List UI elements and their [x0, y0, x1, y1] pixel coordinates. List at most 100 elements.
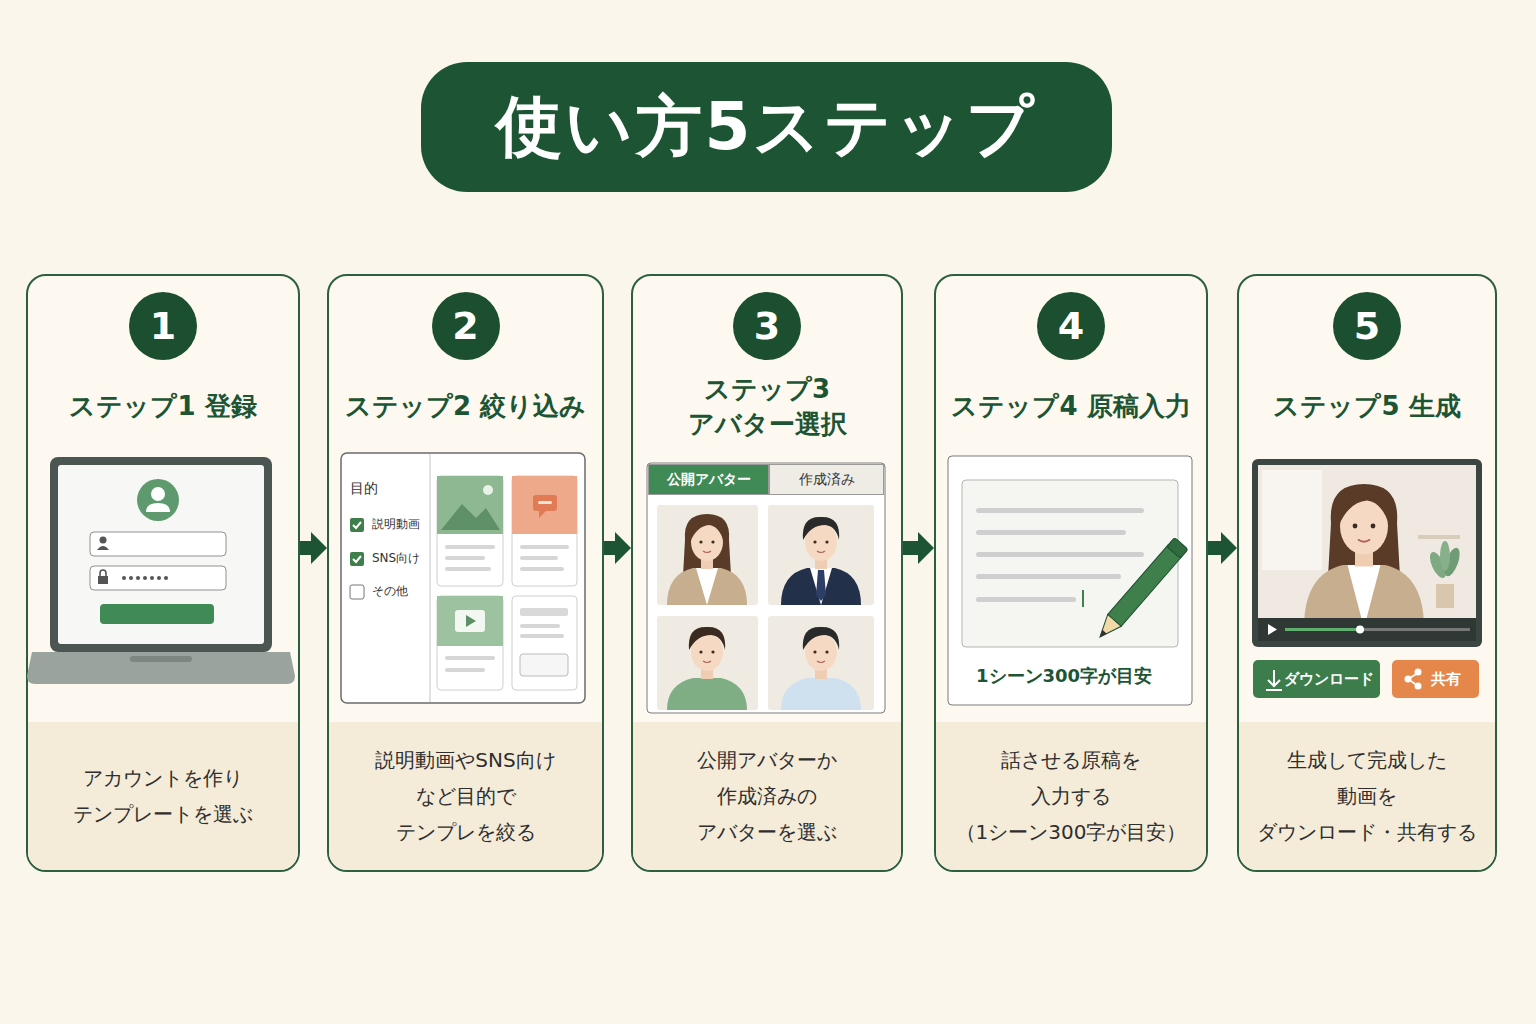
title-pill: 使い方5ステップ [421, 62, 1112, 192]
tab-inactive: 作成済み [769, 464, 884, 495]
username-field [90, 532, 226, 556]
description-band: 公開アバターか 作成済みの アバターを選ぶ [633, 722, 901, 870]
checkbox-checked [350, 518, 364, 532]
step-heading: ステップ1 登録 [69, 389, 256, 424]
panel-divider [430, 454, 431, 702]
share-dot [1405, 676, 1412, 683]
template-card [437, 476, 503, 586]
checkmark [353, 522, 361, 528]
tab-active: 公開アバター [648, 464, 769, 495]
face [1340, 498, 1388, 555]
user-avatar-icon [137, 479, 179, 521]
filter-heading: 目的 [350, 481, 378, 496]
body [667, 568, 747, 605]
text-line [445, 556, 485, 560]
body [1304, 565, 1424, 628]
sun [483, 485, 493, 495]
checkmark [353, 556, 361, 562]
step-number: 3 [733, 292, 801, 360]
description-band: アカウントを作り テンプレートを選ぶ [28, 722, 298, 870]
avatar-figure [781, 517, 861, 605]
script-line [976, 552, 1144, 557]
avatar-figure [667, 514, 747, 605]
body [781, 678, 861, 710]
body [781, 568, 861, 605]
text-line [445, 567, 491, 571]
share-dot [1415, 683, 1422, 690]
hair-back [683, 514, 731, 579]
video-frame [1252, 459, 1482, 647]
eye [1353, 524, 1358, 529]
password-dot [129, 576, 133, 580]
shirt [1348, 565, 1381, 628]
checkbox-checked [350, 552, 364, 566]
description-band: 説明動画やSNS向け など目的で テンプレを絞る [329, 722, 602, 870]
avatar-cell [768, 505, 874, 605]
video-screen [1258, 465, 1476, 641]
text-line [520, 545, 569, 549]
step-heading: ステップ3 アバター選択 [647, 372, 887, 442]
password-dot [122, 576, 126, 580]
laptop-frame [50, 457, 272, 652]
window-light [1262, 470, 1322, 570]
control-bar [1258, 618, 1476, 641]
password-field [90, 566, 226, 590]
step-card: 説明動画やSNS向け など目的で テンプレを絞るステップ2 絞り込み2 [327, 274, 604, 872]
neck [1355, 547, 1373, 567]
eye [699, 540, 702, 543]
laptop-base [27, 652, 295, 684]
circle-fill [129, 292, 197, 360]
circle-fill [733, 292, 801, 360]
template-card [437, 596, 503, 690]
step-number-circle: 2 [432, 292, 500, 360]
mouth [703, 551, 711, 553]
length-hint: 1シーン300字が目安 [976, 666, 1152, 686]
step-number-circle: 5 [1333, 292, 1401, 360]
laptop-notch [130, 656, 192, 662]
sns-thumbnail [512, 476, 577, 534]
user-icon-head [100, 537, 107, 544]
step-description: 話させる原稿を 入力する （1シーン300字が目安） [946, 742, 1196, 850]
eye [699, 650, 702, 653]
description-band: 生成して完成した 動画を ダウンロード・共有する [1239, 722, 1495, 870]
filter-option: 説明動画 [372, 518, 420, 531]
mouth [703, 661, 711, 663]
face [805, 523, 837, 561]
download-icon [1266, 670, 1282, 690]
user-avatar-body [146, 503, 170, 512]
avatar-figure [667, 627, 747, 710]
avatar-cell [768, 616, 874, 710]
lock-icon-shackle [100, 570, 106, 576]
step-heading: ステップ5 生成 [1273, 389, 1460, 424]
pencil-body [1108, 545, 1182, 626]
filter-option: その他 [372, 585, 408, 598]
step-description: 公開アバターか 作成済みの アバターを選ぶ [642, 742, 892, 850]
mouth [1358, 540, 1370, 542]
neck [701, 666, 713, 679]
eye [813, 650, 816, 653]
step-description: 生成して完成した 動画を ダウンロード・共有する [1242, 742, 1492, 850]
flow-arrow [300, 532, 327, 564]
step-number: 4 [1037, 292, 1105, 360]
script-line [976, 574, 1121, 579]
flow-arrow [604, 532, 631, 564]
tab-label: 公開アバター [667, 471, 751, 489]
diagram-title: 使い方5ステップ [496, 82, 1038, 172]
play-box [455, 610, 485, 632]
text-line [445, 545, 495, 549]
circle-fill [1333, 292, 1401, 360]
plant-leaf [1440, 541, 1450, 571]
hair-front [689, 627, 725, 650]
step-number-circle: 1 [129, 292, 197, 360]
script-line [976, 508, 1144, 513]
pencil-icon [1093, 538, 1188, 643]
step-heading: ステップ4 原稿入力 [951, 389, 1190, 424]
image-thumbnail [437, 476, 503, 534]
mouth [817, 551, 825, 553]
text-cursor [1082, 590, 1084, 607]
face [805, 633, 837, 671]
password-dot [150, 576, 154, 580]
